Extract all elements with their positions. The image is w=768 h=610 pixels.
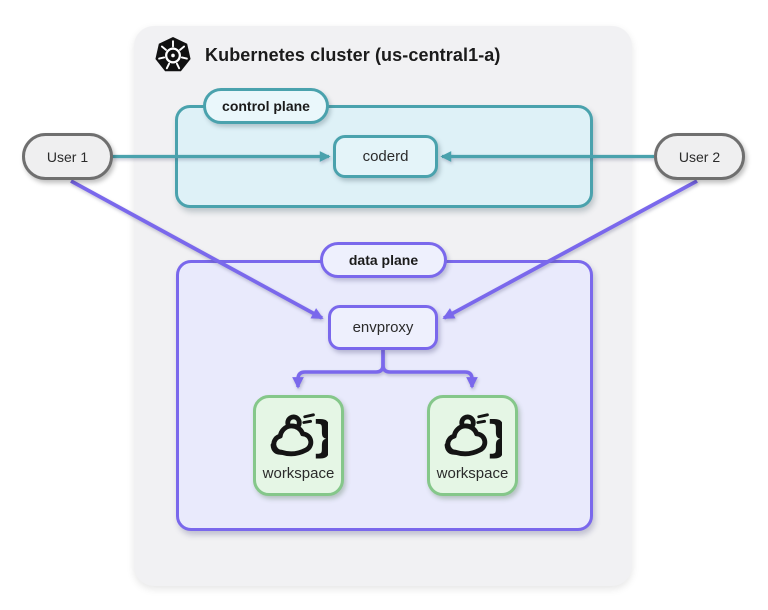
- workspace2-node: } workspace: [427, 395, 518, 496]
- coder-icon: }: [444, 412, 502, 460]
- kubernetes-icon: [155, 36, 191, 72]
- cluster-title: Kubernetes cluster (us-central1-a): [205, 44, 501, 65]
- envproxy-node: envproxy: [328, 305, 438, 350]
- control-plane-label: control plane: [203, 88, 329, 124]
- svg-text:}: }: [484, 412, 501, 460]
- workspace1-node: } workspace: [253, 395, 344, 496]
- user1-node: User 1: [22, 133, 113, 180]
- coder-icon: }: [270, 412, 328, 460]
- data-plane-label: data plane: [320, 242, 447, 278]
- svg-text:}: }: [310, 412, 327, 460]
- data-plane-box: [176, 260, 593, 531]
- user2-node: User 2: [654, 133, 745, 180]
- coderd-node: coderd: [333, 135, 438, 178]
- workspace-label: workspace: [436, 465, 509, 482]
- workspace-label: workspace: [262, 465, 335, 482]
